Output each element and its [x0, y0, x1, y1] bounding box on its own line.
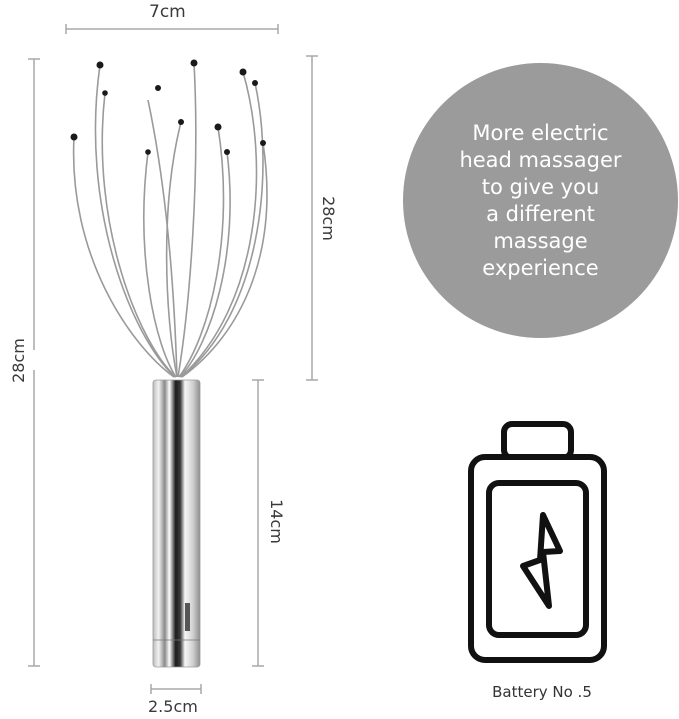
- callout-line-5: massage: [493, 228, 588, 253]
- battery-charging-icon: [468, 421, 607, 663]
- feature-callout-circle: More electric head massager to give you …: [403, 63, 678, 338]
- handle-diameter-label: 2.5cm: [148, 697, 198, 716]
- head-height-label-wrap: 28cm: [303, 196, 353, 241]
- width-dimension-label: 7cm: [149, 2, 186, 22]
- handle-height-dimension-line: [252, 379, 264, 667]
- handle-diameter-dimension-line: [150, 684, 202, 694]
- head-height-dimension-line: [306, 55, 318, 381]
- callout-line-3: to give you: [481, 174, 600, 199]
- battery-caption: Battery No .5: [492, 683, 592, 701]
- head-height-label: 28cm: [318, 195, 338, 241]
- width-dimension-line: [65, 24, 279, 34]
- callout-line-2: head massager: [459, 147, 622, 172]
- total-height-label-wrap: 28cm: [0, 338, 43, 382]
- width-dimension: 7cm: [64, 0, 280, 40]
- head-massager-product-icon: [70, 59, 268, 668]
- callout-line-4: a different: [486, 201, 595, 226]
- callout-line-1: More electric: [472, 120, 609, 145]
- total-height-label: 28cm: [8, 337, 28, 383]
- callout-line-6: experience: [482, 255, 599, 280]
